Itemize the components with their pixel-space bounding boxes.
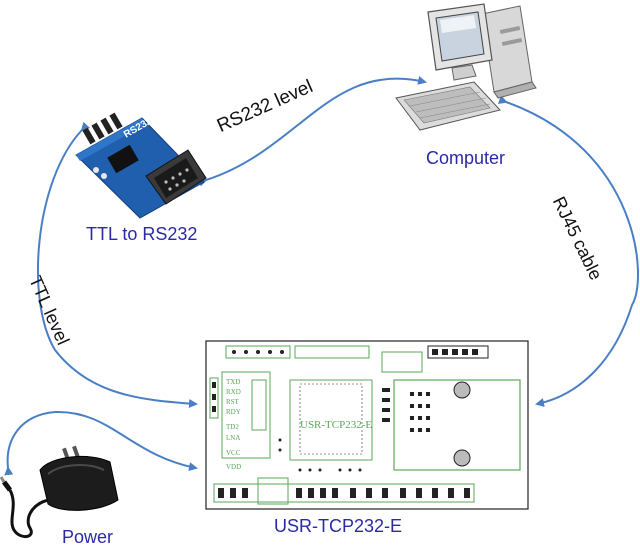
ttl-to-rs232-module: RS232 <box>75 112 207 219</box>
pin-label-vdd: VDD <box>226 463 241 471</box>
rs232-level-arrow <box>197 76 427 187</box>
module-label: USR-TCP232-E <box>274 516 403 536</box>
pin-label-lna: LNA <box>226 434 240 442</box>
power-adapter-icon <box>0 445 119 538</box>
pin-label-rxd: RXD <box>226 388 241 396</box>
pin-label-vcc: VCC <box>226 449 241 457</box>
pin-label-td2: TD2 <box>226 423 239 431</box>
computer-label: Computer <box>426 148 506 168</box>
pin-label-txd: TXD <box>226 378 240 386</box>
pin-label-rst: RST <box>226 398 240 406</box>
rj45-cable-arrow <box>497 95 639 407</box>
chip-silkscreen: USR-TCP232-E <box>300 419 372 431</box>
usr-tcp232-e-board: TXD RXD RST RDY TD2 LNA VCC VDD USR-TCP2… <box>205 340 529 510</box>
ttl-to-rs232-label: TTL to RS232 <box>86 224 198 244</box>
power-label: Power <box>62 527 114 547</box>
computer-icon <box>395 3 537 131</box>
power-arrow <box>4 410 198 476</box>
pin-label-rdy: RDY <box>226 408 241 416</box>
ttl-level-arrow <box>36 121 198 408</box>
